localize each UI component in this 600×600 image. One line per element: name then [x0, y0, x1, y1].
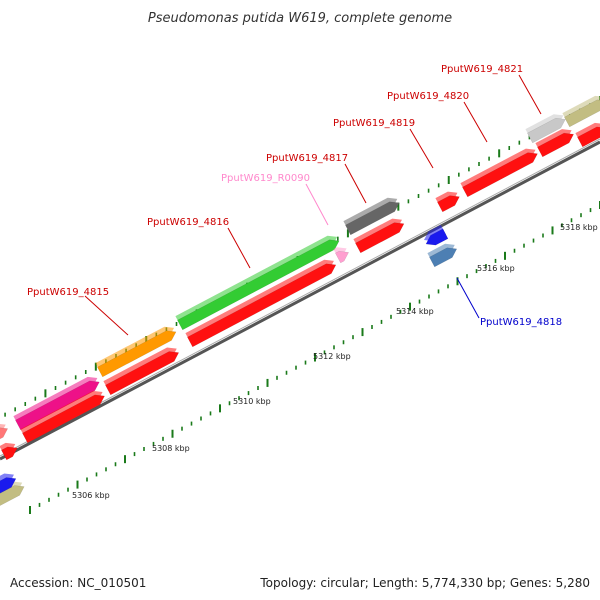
gene-label-r0090[interactable]: PputW619_R0090	[221, 173, 310, 184]
gene-label-4819[interactable]: PputW619_4819	[333, 118, 415, 129]
genome-summary-text: Topology: circular; Length: 5,774,330 bp…	[260, 576, 590, 590]
feature-green-4816[interactable]	[177, 239, 340, 331]
map-title: Pseudomonas putida W619, complete genome	[148, 11, 452, 26]
scale-label-5314: 5314 kbp	[396, 307, 434, 316]
scale-label-5318: 5318 kbp	[560, 223, 598, 232]
scale-label-5316: 5316 kbp	[477, 264, 515, 273]
feature-blue-4818[interactable]	[425, 228, 449, 246]
feature-gray-4817[interactable]	[345, 201, 400, 236]
leader-r0090	[305, 183, 329, 226]
leader-4817	[344, 163, 367, 204]
feature-red-5[interactable]	[537, 132, 574, 158]
leader-4818	[456, 277, 480, 319]
feature-steelblue[interactable]	[429, 247, 458, 268]
feature-red-small-left[interactable]	[1, 446, 18, 461]
label-leaders	[84, 74, 542, 336]
scale-label-5310: 5310 kbp	[233, 397, 271, 406]
genome-backbone	[0, 140, 600, 461]
leader-4815	[84, 295, 129, 336]
feature-lightgray-4821[interactable]	[527, 117, 566, 144]
gene-label-4818[interactable]: PputW619_4818	[480, 317, 562, 328]
scale-label-5312: 5312 kbp	[313, 352, 351, 361]
feature-red-3[interactable]	[187, 263, 337, 348]
feature-orange[interactable]	[97, 330, 177, 378]
feature-red-1[interactable]	[22, 394, 105, 444]
bottom-ticks	[29, 201, 600, 514]
accession-text: Accession: NC_010501	[10, 576, 147, 590]
scale-label-5306: 5306 kbp	[72, 491, 110, 500]
leader-4820	[463, 101, 488, 143]
feature-blue-left[interactable]	[0, 477, 17, 500]
features	[0, 95, 600, 506]
feature-red-4819[interactable]	[437, 195, 460, 213]
feature-red-4[interactable]	[355, 222, 405, 254]
feature-pink-r0090[interactable]	[335, 251, 350, 264]
gene-label-4820[interactable]: PputW619_4820	[387, 91, 469, 102]
scale-label-5308: 5308 kbp	[152, 444, 190, 453]
gene-label-4817[interactable]: PputW619_4817	[266, 153, 348, 164]
feature-salmon[interactable]	[0, 427, 9, 443]
feature-magenta[interactable]	[15, 380, 100, 431]
feature-red-4820[interactable]	[462, 152, 538, 198]
feature-red-6[interactable]	[577, 126, 600, 148]
gene-label-4815[interactable]: PputW619_4815	[27, 287, 109, 298]
leader-4816	[227, 227, 251, 269]
gene-label-4816[interactable]: PputW619_4816	[147, 217, 229, 228]
feature-khaki-right[interactable]	[564, 99, 600, 128]
leader-4819	[409, 128, 434, 169]
gene-label-4821[interactable]: PputW619_4821	[441, 64, 523, 75]
leader-4821	[518, 74, 542, 115]
feature-red-2[interactable]	[105, 351, 180, 396]
